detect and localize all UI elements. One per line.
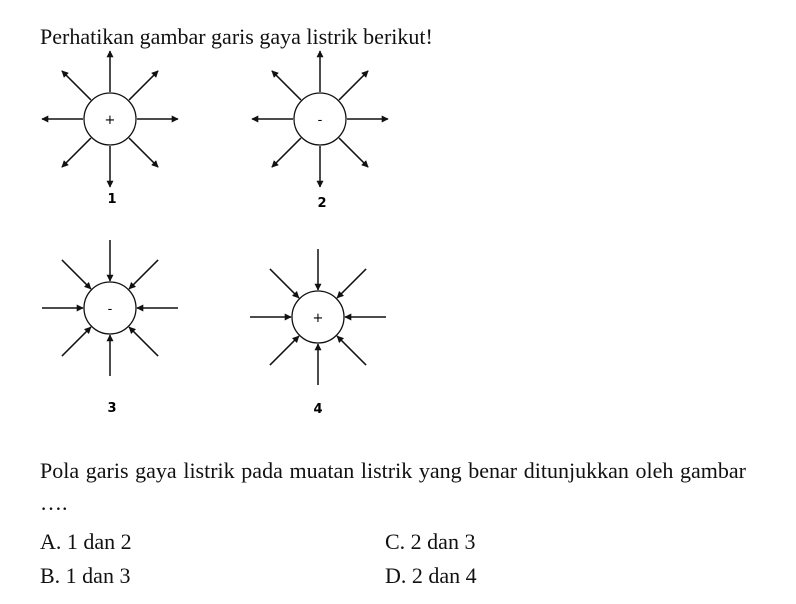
field-line-arrow — [338, 70, 369, 101]
field-line-arrow — [128, 259, 159, 290]
charge-sign: - — [318, 113, 323, 128]
figure-number: 1 — [107, 192, 116, 207]
question-stem: Pola garis gaya listrik pada muatan list… — [40, 458, 746, 515]
charge-circle — [293, 92, 347, 146]
figure-number: 4 — [313, 402, 322, 417]
charge-sign: + — [313, 311, 324, 326]
option-c[interactable]: C. 2 dan 3 — [385, 529, 476, 554]
option-b[interactable]: B. 1 dan 3 — [40, 563, 131, 588]
option-a[interactable]: A. 1 dan 2 — [40, 529, 132, 554]
charge-circle — [291, 290, 345, 344]
field-line-arrow — [61, 70, 92, 101]
field-line-arrow — [338, 137, 369, 168]
field-line-arrow — [271, 70, 302, 101]
figure-4: +4 — [250, 249, 386, 417]
field-line-arrow — [128, 326, 159, 357]
charge-circle — [83, 281, 137, 335]
field-line-arrow — [271, 137, 302, 168]
field-line-arrow — [128, 70, 159, 101]
figure-3: -3 — [42, 240, 178, 416]
figure-number: 2 — [317, 196, 326, 211]
field-line-arrow — [61, 326, 92, 357]
field-line-arrow — [336, 335, 367, 366]
field-line-arrow — [269, 268, 300, 299]
charge-circle — [83, 92, 137, 146]
figure-2: -2 — [251, 50, 389, 211]
figure-1: +1 — [41, 50, 179, 207]
field-line-arrow — [61, 137, 92, 168]
charge-sign: - — [108, 302, 113, 317]
field-line-arrow — [269, 335, 300, 366]
charge-sign: + — [105, 113, 116, 128]
question-intro: Perhatikan gambar garis gaya listrik ber… — [40, 24, 433, 49]
option-d[interactable]: D. 2 dan 4 — [385, 563, 477, 588]
field-line-arrow — [336, 268, 367, 299]
field-line-arrow — [128, 137, 159, 168]
field-line-arrow — [61, 259, 92, 290]
figure-number: 3 — [107, 401, 116, 416]
